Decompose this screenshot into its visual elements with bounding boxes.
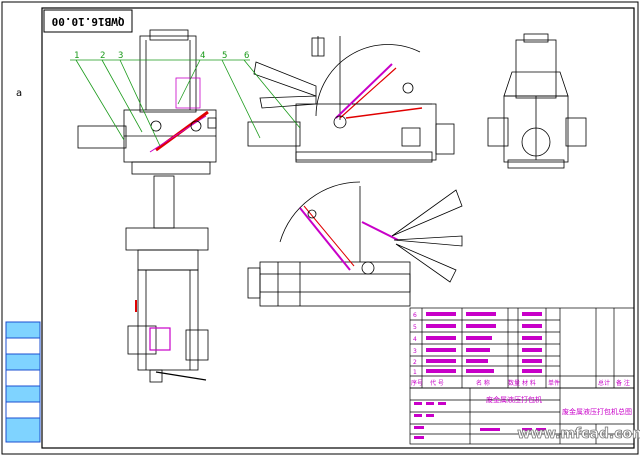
item-no-1: 1 [413,369,417,376]
leader-number-1: 1 [74,51,79,61]
item-no-2: 2 [413,359,417,366]
revision-table [5,321,41,443]
item-no-5: 5 [413,324,417,331]
inner-frame [41,7,635,449]
item-no-6: 6 [413,312,417,319]
col-code: 代 号 [430,379,444,387]
drawing-code-text: QWB16.10.00 [52,15,125,28]
side-mark: a [16,88,22,99]
col-material: 材 料 [522,379,536,387]
title-right: 废金属液压打包机总图 [562,407,632,416]
col-remark: 备 注 [616,379,630,387]
parts-list-cells [426,312,542,373]
leader-number-2: 2 [100,51,105,61]
view-end-right [487,33,587,169]
leader-number-3: 3 [118,51,123,61]
view-side-top [247,36,455,163]
parts-list [409,307,635,389]
title-main: 废金属液压打包机 [486,395,542,404]
leader-number-4: 4 [200,51,205,61]
col-name: 名 称 [476,379,490,387]
view-section-bottom [247,181,463,307]
col-qty: 数量 [508,379,520,387]
leader-number-5: 5 [222,51,227,61]
view-front-left [77,29,217,175]
col-total: 总计 [598,379,610,387]
view-plan-left [125,175,209,383]
drawing-code-box: QWB16.10.00 [43,9,133,33]
col-no: 序号 [411,379,423,387]
leader-number-6: 6 [244,51,249,61]
item-no-3: 3 [413,348,417,355]
col-unit: 单件 [548,379,560,387]
leader-lines [70,59,301,147]
watermark: www.mfcad.com [517,426,640,442]
item-no-4: 4 [413,336,417,343]
title-block [409,387,635,445]
title-block-cells [414,402,546,439]
